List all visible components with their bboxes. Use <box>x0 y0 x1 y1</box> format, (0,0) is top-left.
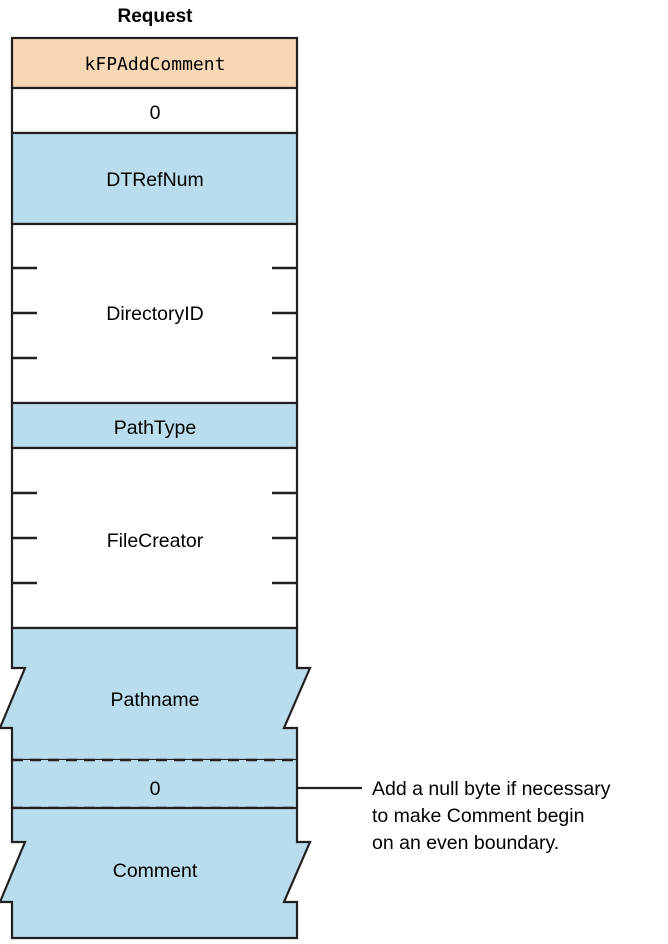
field-pad: 0 <box>10 86 299 135</box>
annotation-line-2: to make Comment begin <box>372 805 584 827</box>
pad-field-label: 0 <box>150 102 161 124</box>
even-boundary-note: Add a null byte if necessary to make Com… <box>297 778 611 854</box>
filecreator-field-label: FileCreator <box>107 530 204 552</box>
field-dtrefnum: DTRefNum <box>10 131 299 226</box>
comment-field-box <box>0 806 312 940</box>
filecreator-field-box <box>10 446 299 630</box>
pathtype-field-label: PathType <box>114 417 196 439</box>
command-field-label: kFPAddComment <box>85 54 226 75</box>
null-pad-field-box <box>12 760 297 808</box>
pad-field-box <box>10 86 299 135</box>
comment-field-label: Comment <box>113 860 198 882</box>
command-field-box <box>10 36 299 90</box>
dtrefnum-field-label: DTRefNum <box>106 169 204 191</box>
field-filecreator: FileCreator <box>10 446 299 630</box>
field-pathname: Pathname <box>0 626 312 762</box>
directoryid-field-label: DirectoryID <box>106 303 204 325</box>
field-null-pad: 0 <box>10 758 299 810</box>
field-comment: Comment <box>0 806 312 940</box>
pathname-field-label: Pathname <box>111 689 200 711</box>
field-directoryid: DirectoryID <box>10 222 299 405</box>
annotation-line-1: Add a null byte if necessary <box>372 778 611 800</box>
annotation-line-3: on an even boundary. <box>372 832 559 854</box>
page-title: Request <box>118 6 194 27</box>
dtrefnum-field-box <box>10 131 299 226</box>
directoryid-field-box <box>10 222 299 405</box>
field-pathtype: PathType <box>10 401 299 450</box>
null-pad-field-label: 0 <box>150 778 161 800</box>
field-command: kFPAddComment <box>10 36 299 90</box>
pathtype-field-box <box>10 401 299 450</box>
